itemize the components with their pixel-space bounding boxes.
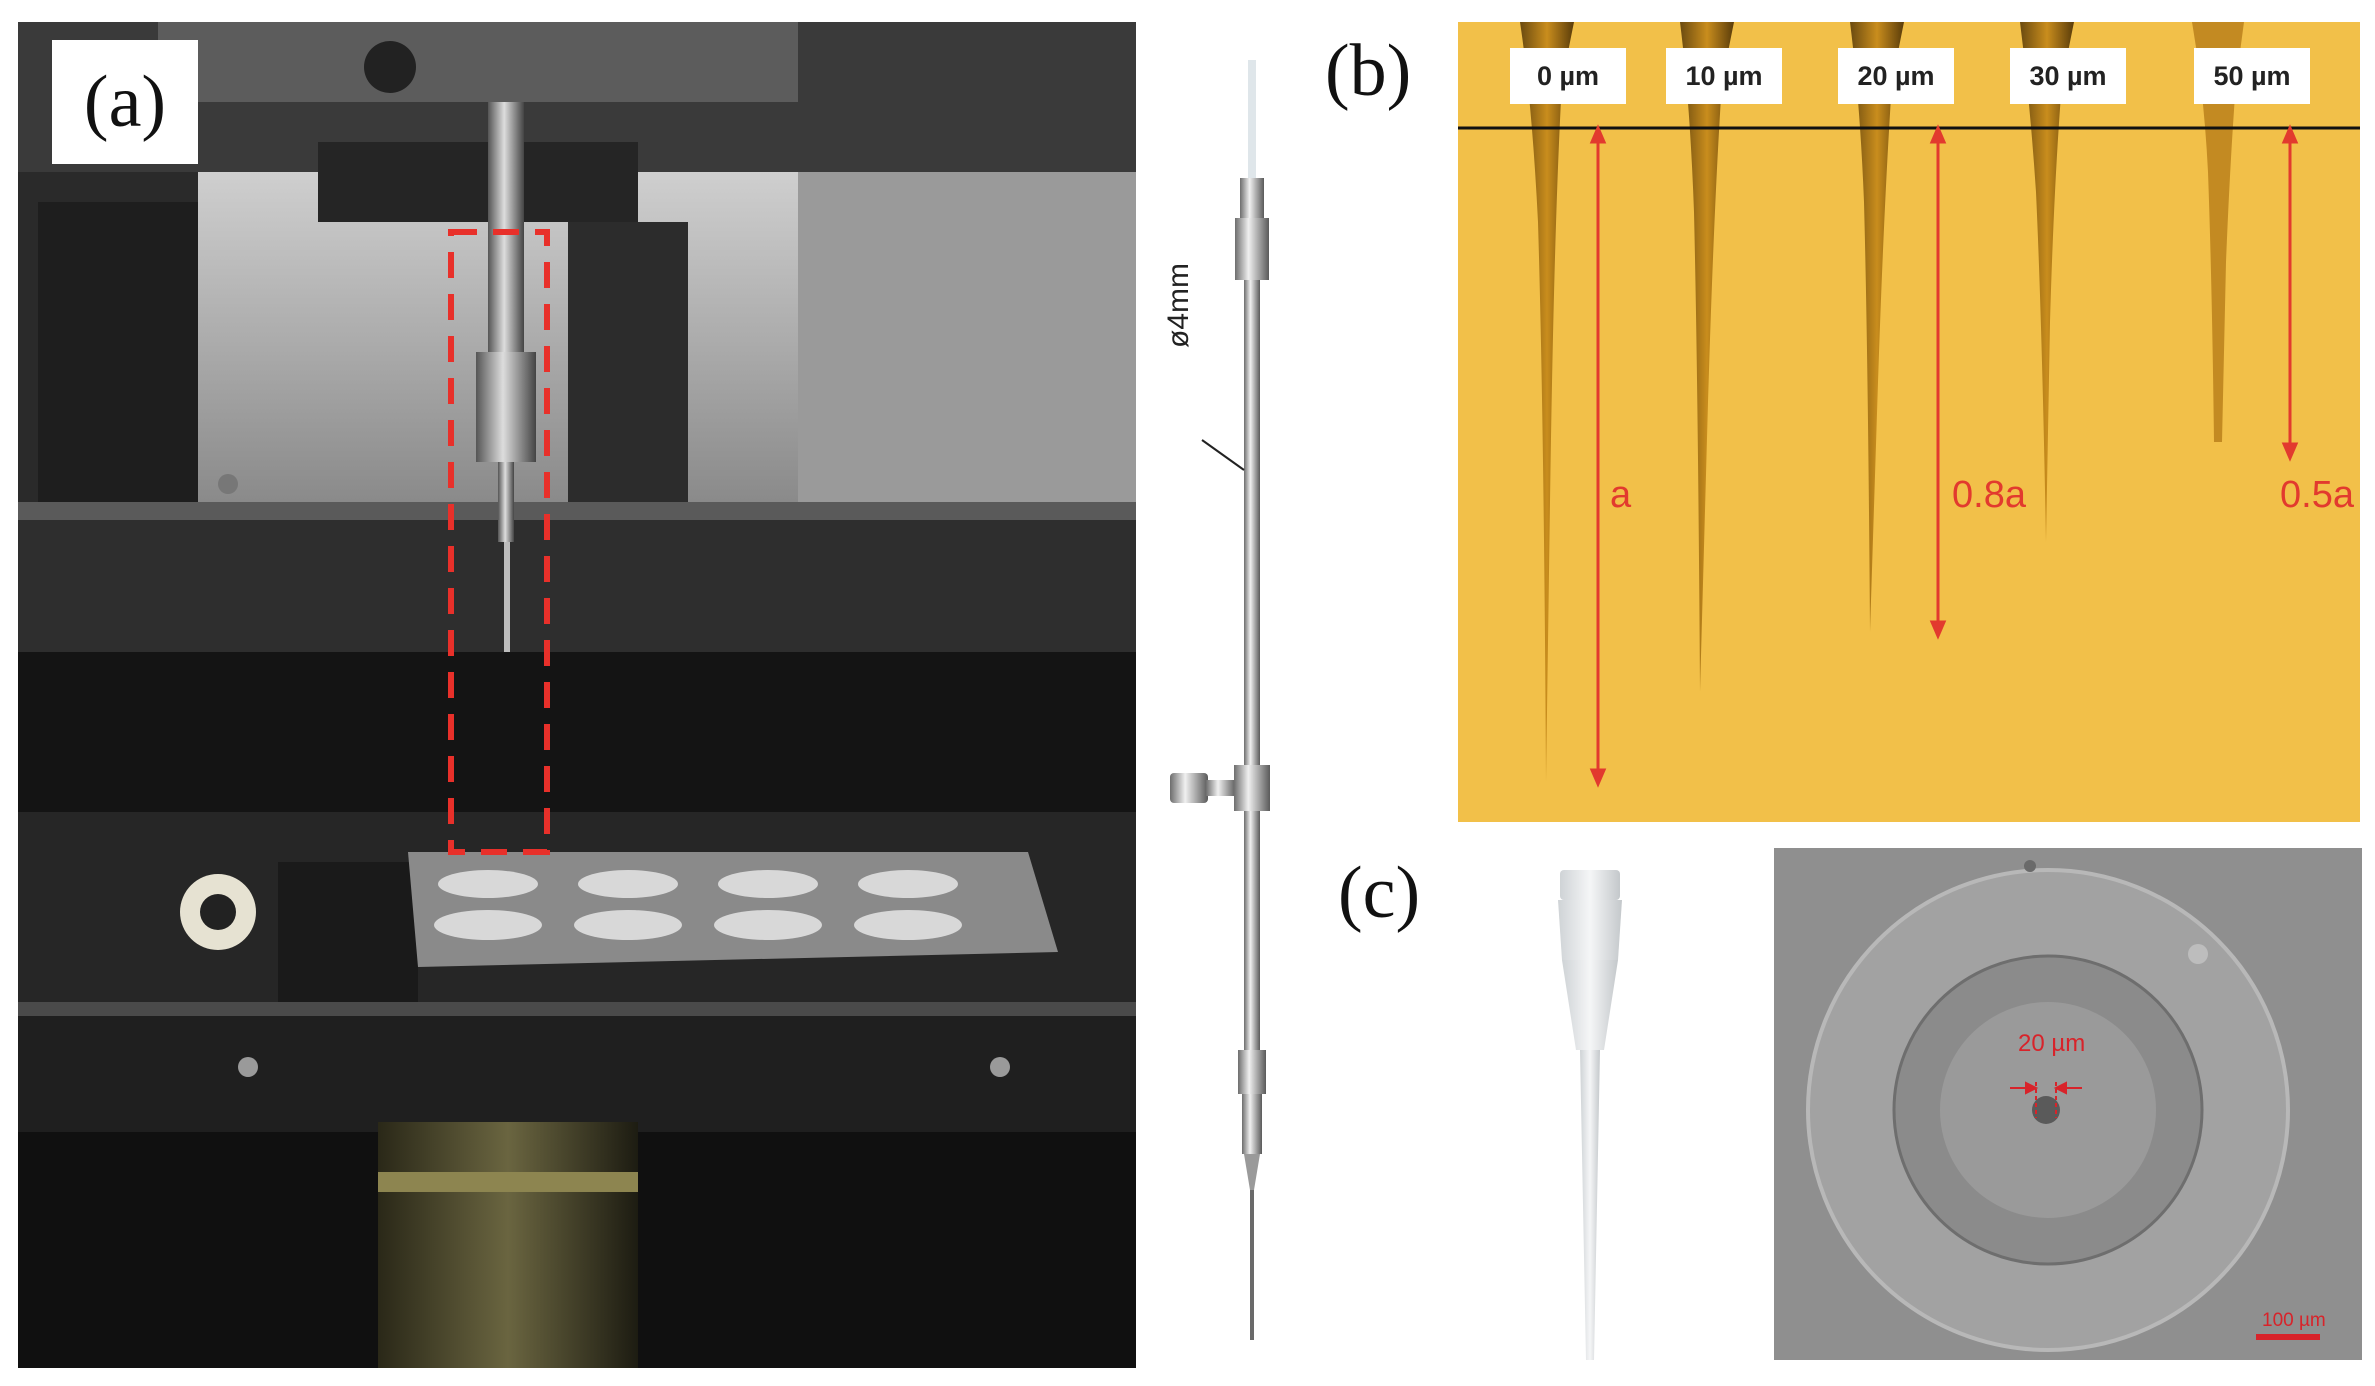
panel-a-label: (a) [52, 40, 198, 164]
panel-b-label: (b) [1325, 30, 1412, 112]
gap-label-20: 20 µm [1838, 48, 1954, 104]
sem-micrograph [1774, 848, 2362, 1360]
gap-label-10: 10 µm [1666, 48, 1782, 104]
instrument-photo [18, 22, 1136, 1368]
gap-label-50: 50 µm [2194, 48, 2310, 104]
scale-bar [2256, 1334, 2320, 1340]
tip-comparison-panel: 0 µm 10 µm 20 µm 30 µm 50 µm a 0.8a 0.5a [1458, 22, 2360, 822]
tip-drawing [1458, 22, 2360, 788]
gap-label-30: 30 µm [2010, 48, 2126, 104]
panel-c-label: (c) [1338, 852, 1421, 934]
tip-20um [1850, 22, 1904, 632]
diameter-label: ø4mm [1162, 263, 1195, 348]
pipette-tip-image [1558, 870, 1622, 1360]
gap-label-0: 0 µm [1510, 48, 1626, 104]
needle-illustration [1170, 60, 1270, 1340]
tip-10um [1680, 22, 1734, 692]
ratio-label-0.8a: 0.8a [1952, 474, 2026, 516]
tip-30um [2020, 22, 2074, 542]
tip-0um [1520, 22, 1574, 782]
sem-drawing [1774, 848, 2362, 1360]
ratio-label-a: a [1610, 474, 1632, 516]
instrument-photo-drawing [18, 22, 1136, 1368]
ratio-label-0.5a: 0.5a [2280, 474, 2354, 516]
hole-size-label: 20 µm [2018, 1030, 2086, 1057]
scale-bar-label: 100 µm [2262, 1310, 2326, 1331]
